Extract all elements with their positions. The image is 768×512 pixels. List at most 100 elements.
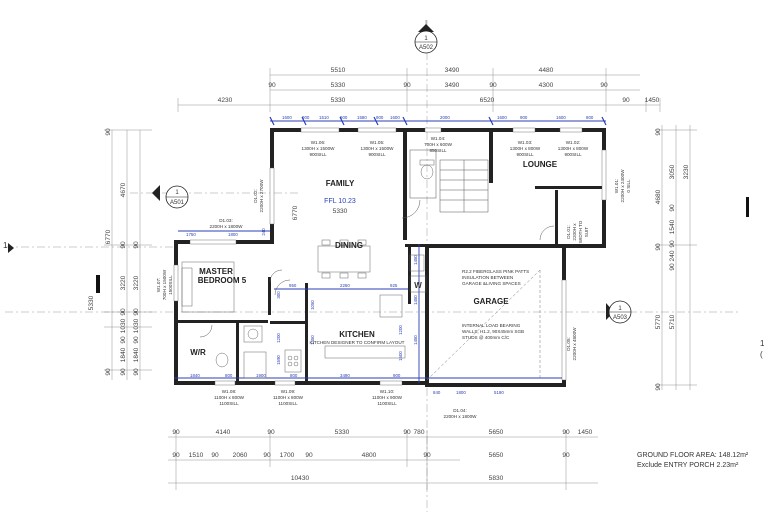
door-swings: [199, 199, 555, 338]
section-ref: A503: [613, 315, 628, 321]
dining-row-5: 925: [390, 283, 398, 288]
w103-line3: 900SILL: [516, 152, 534, 157]
w101-line3: 0 SILL: [626, 179, 631, 193]
top-dim-2-6: 4300: [539, 82, 554, 89]
right-dim-a-1: 90: [655, 128, 662, 136]
w107-line1: W1.07:: [156, 278, 161, 293]
kitchen-side-2: 1450: [310, 335, 315, 345]
top-dim-2-4: 3490: [445, 82, 460, 89]
bottom-inner-8: 840: [433, 390, 441, 395]
bottom-dim-1-6: 780: [413, 429, 424, 436]
room-master-line1: MASTER: [199, 267, 233, 276]
bottom-dim-2-7: 90: [305, 452, 313, 459]
bottom-dim-2-1: 90: [172, 452, 180, 459]
top-dim-1-3: 4480: [539, 67, 554, 74]
right-dim-c-1: 3230: [683, 164, 690, 179]
w106-line1: W1.06:: [311, 140, 326, 145]
garage-side-1: 1450: [413, 255, 418, 265]
dining-row-1: 1750: [186, 232, 196, 237]
top-dim-1-1: 5510: [331, 67, 346, 74]
d103-line2: 2200H x 1800W: [210, 224, 244, 229]
inner-top-4: 900: [340, 115, 348, 120]
right-dim-b-7: 5710: [669, 314, 676, 329]
section-marker-a501[interactable]: 1 A501: [152, 185, 189, 209]
load-bearing-note-1: INTERNAL LOAD BEARING: [462, 323, 521, 328]
kitchen-side-1: 1050: [310, 300, 315, 310]
bottom-inner-9: 1800: [456, 390, 466, 395]
room-lounge: LOUNGE: [523, 160, 558, 169]
bottom-dim-2-2: 1510: [189, 452, 204, 459]
w106-line2: 1300H x 1500W: [302, 146, 336, 151]
grid-lines: [5, 20, 740, 512]
inner-top-12: 800: [586, 115, 594, 120]
right-edge-mark-bottom: (: [760, 350, 763, 359]
left-dim-a-4: 5330: [88, 295, 95, 310]
bottom-dim-2-4: 2060: [233, 452, 248, 459]
bottom-inner-2: 800: [225, 373, 233, 378]
right-dim-a-3: 90: [655, 243, 662, 251]
d102-line1: D1.02:: [253, 189, 258, 203]
right-dim-b-4: 90: [669, 240, 676, 248]
top-dim-3-2: 5330: [331, 97, 346, 104]
d105-line2: 2200H x 4800W: [572, 327, 577, 361]
bottom-dim-1-8: 90: [562, 429, 570, 436]
w108-line3: 1100SILL: [219, 401, 239, 406]
w101-line1: W1.01:: [614, 179, 619, 194]
bottom-dim-1-2: 4140: [216, 429, 231, 436]
family-width: 5330: [333, 208, 348, 215]
right-dim-a-5: 90: [655, 383, 662, 391]
room-garage: GARAGE: [473, 297, 509, 306]
ffl-label: FFL 10.23: [324, 198, 356, 205]
area-note: GROUND FLOOR AREA: 148.12m² Exclude ENTR…: [637, 452, 749, 469]
insulation-note-2: INSULATION BETWEEN: [462, 275, 513, 280]
section-marker-a502[interactable]: 1 A502: [414, 20, 438, 54]
right-dim-b-6: 90: [669, 263, 676, 271]
left-dimensions: 90 6770 90 5330 4670 90 3220 90 1030 90 …: [88, 128, 152, 380]
dining-row-3: 950: [289, 283, 297, 288]
top-dim-2-7: 90: [600, 82, 608, 89]
w102-line2: 1300H x 800W: [558, 146, 589, 151]
bottom-dim-2-11: 90: [562, 452, 570, 459]
bottom-dim-1-9: 1450: [578, 429, 593, 436]
right-dim-a-4: 5770: [655, 314, 662, 329]
w104-line2: 700H x 600W: [424, 142, 452, 147]
d101-line1: D1.01:: [566, 225, 571, 239]
top-dim-2-2: 5330: [331, 82, 346, 89]
master-side-3: 1200: [276, 333, 281, 343]
inner-top-3: 1510: [319, 115, 329, 120]
room-wr: W/R: [190, 348, 206, 357]
left-dim-b-3: 3220: [120, 275, 127, 290]
top-dim-3-1: 4230: [218, 97, 233, 104]
section-num: 1: [424, 36, 428, 42]
bottom-dimensions: 90 4140 90 5330 90 780 5650 90 1450 90 1…: [168, 429, 598, 490]
bottom-inner-6: 900: [393, 373, 401, 378]
w107-line2: 700H x 1500W: [162, 269, 167, 300]
section-marker-a503[interactable]: 1 A503: [606, 300, 632, 324]
w109-line3: 1100SILL: [278, 401, 298, 406]
right-dim-b-3: 1540: [669, 219, 676, 234]
top-dim-2-5: 90: [489, 82, 497, 89]
left-dim-b-4: 90: [120, 308, 127, 316]
top-dim-3-5: 1450: [645, 97, 660, 104]
section-num: 1: [618, 306, 622, 312]
w109-line2: 1100H x 800W: [273, 395, 304, 400]
left-edge-mark: 1: [3, 241, 8, 250]
left-dim-c-4: 1030: [133, 318, 140, 333]
bottom-dim-1-7: 5650: [489, 429, 504, 436]
w103-line1: W1.03:: [518, 140, 533, 145]
left-dim-a-2: 6770: [105, 229, 112, 244]
window-openings: [173, 127, 607, 386]
bottom-dim-3-1: 10430: [291, 475, 310, 482]
left-dim-b-1: 4670: [120, 182, 127, 197]
bottom-dim-2-8: 4800: [362, 452, 377, 459]
garage-side-2: 1450: [413, 295, 418, 305]
bottom-dim-1-1: 90: [172, 429, 180, 436]
master-bed: [181, 261, 235, 313]
top-dim-3-4: 90: [622, 97, 630, 104]
dining-row-4: 2260: [340, 283, 350, 288]
bottom-dim-1-3: 90: [267, 429, 275, 436]
top-dim-3-3: 6520: [480, 97, 495, 104]
room-master-line2: BEDROOM 5: [198, 276, 247, 285]
inner-top-8: 2000: [440, 115, 450, 120]
